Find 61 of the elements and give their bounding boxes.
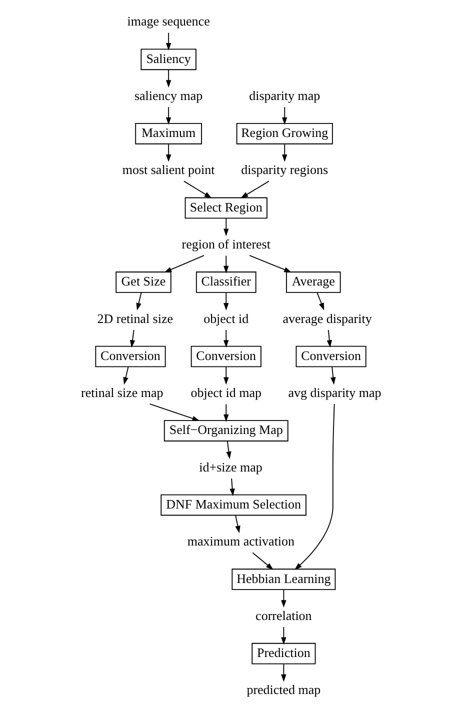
arrow xyxy=(130,329,136,348)
node-box: Region Growing xyxy=(236,123,333,144)
arrow xyxy=(224,404,229,422)
node-box: Maximum xyxy=(135,123,202,144)
node-text: 2D retinal size xyxy=(97,310,173,326)
node-text: object id xyxy=(204,310,249,326)
arrow xyxy=(224,366,229,385)
node-text: image sequence xyxy=(127,14,210,29)
arrow xyxy=(281,664,286,682)
arrow xyxy=(123,366,129,385)
node-text: avg disparity map xyxy=(288,385,382,400)
node-text: disparity regions xyxy=(241,162,328,178)
arrow xyxy=(282,144,288,162)
arrow xyxy=(330,366,336,385)
node-text: predicted map xyxy=(246,682,321,698)
arrow xyxy=(136,292,142,310)
node-box: Conversion xyxy=(190,346,262,368)
node-text: object id map xyxy=(190,385,262,400)
arrow xyxy=(224,329,229,348)
node-text: average disparity xyxy=(282,310,372,326)
arrow xyxy=(282,106,288,125)
node-text: correlation xyxy=(256,608,312,623)
arrow xyxy=(224,218,229,236)
arrow xyxy=(149,403,200,421)
arrow xyxy=(230,478,235,496)
arrow xyxy=(184,180,212,198)
node-box: Select Region xyxy=(184,197,268,219)
node-text: most salient point xyxy=(122,162,215,178)
node-box: Average xyxy=(286,272,341,293)
arrow xyxy=(281,626,286,645)
arrow xyxy=(166,144,172,162)
arrow xyxy=(240,180,270,198)
arrow xyxy=(316,292,324,310)
node-box: Conversion xyxy=(296,346,366,368)
node-text: retinal size map xyxy=(81,385,164,400)
arrow xyxy=(326,329,332,348)
arrow xyxy=(224,255,229,274)
node-text: region of interest xyxy=(182,236,270,252)
arrow xyxy=(235,515,240,534)
node-box: Prediction xyxy=(252,642,316,664)
node-text: disparity map xyxy=(249,88,320,103)
node-box: Self−Organizing Map xyxy=(164,420,288,442)
node-box: Saliency xyxy=(140,48,196,70)
arrow xyxy=(224,292,229,310)
arrow xyxy=(164,255,204,272)
node-box: Classifier xyxy=(196,272,256,293)
node-box: Hebbian Learning xyxy=(232,568,336,590)
node-box: Get Size xyxy=(116,272,172,293)
arrow xyxy=(166,106,172,125)
arrow xyxy=(166,70,172,88)
node-text: maximum activation xyxy=(187,534,295,549)
node-text: id+size map xyxy=(199,459,262,474)
node-box: DNF Maximum Selection xyxy=(160,494,306,516)
arrow xyxy=(294,403,335,570)
arrow xyxy=(166,32,172,50)
arrow xyxy=(281,589,286,608)
node-box: Conversion xyxy=(95,346,166,368)
arrow xyxy=(226,440,232,459)
arrow xyxy=(249,255,292,272)
arrow xyxy=(252,552,274,570)
node-text: saliency map xyxy=(134,88,203,103)
